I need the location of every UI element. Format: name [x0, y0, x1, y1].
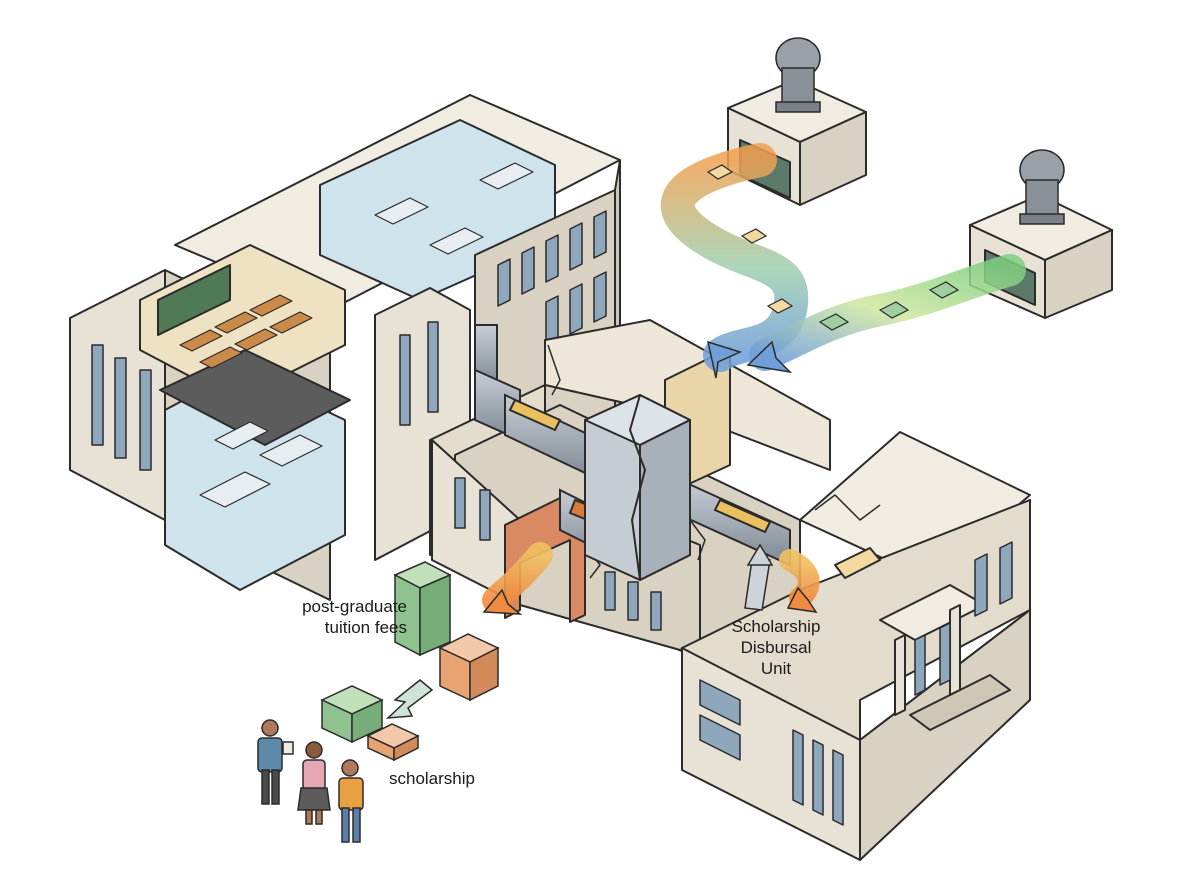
tuition-fees-label: post-graduate tuition fees [207, 596, 407, 638]
banknote-stack-icon [706, 164, 960, 331]
fund-flow-exit-right [779, 549, 820, 613]
scholarship-label: scholarship [389, 769, 475, 788]
person-icon [297, 741, 331, 825]
emblem-statue-icon [1019, 149, 1065, 225]
unit-label-line2: Disbursal [740, 638, 812, 657]
emblem-statue-icon [775, 37, 821, 113]
tuition-fees-label-line1: post-graduate [302, 597, 407, 616]
cracked-pillar [584, 394, 691, 581]
tuition-fee-money-stack [393, 561, 500, 702]
arrow-icon [385, 679, 434, 719]
scholarship-money-stack [320, 685, 420, 762]
tuition-fees-label-line2: tuition fees [324, 618, 407, 637]
person-icon [257, 719, 294, 805]
arrow-icon [744, 543, 774, 611]
person-icon [338, 759, 364, 843]
scholarship-disbursal-unit-label: Scholarship Disbursal Unit [714, 616, 838, 679]
unit-label-line1: Scholarship [731, 617, 821, 636]
fund-flow-exit-left [482, 542, 553, 615]
scholarship-disbursal-unit-building [681, 431, 1031, 861]
unit-label-line3: Unit [760, 659, 792, 678]
